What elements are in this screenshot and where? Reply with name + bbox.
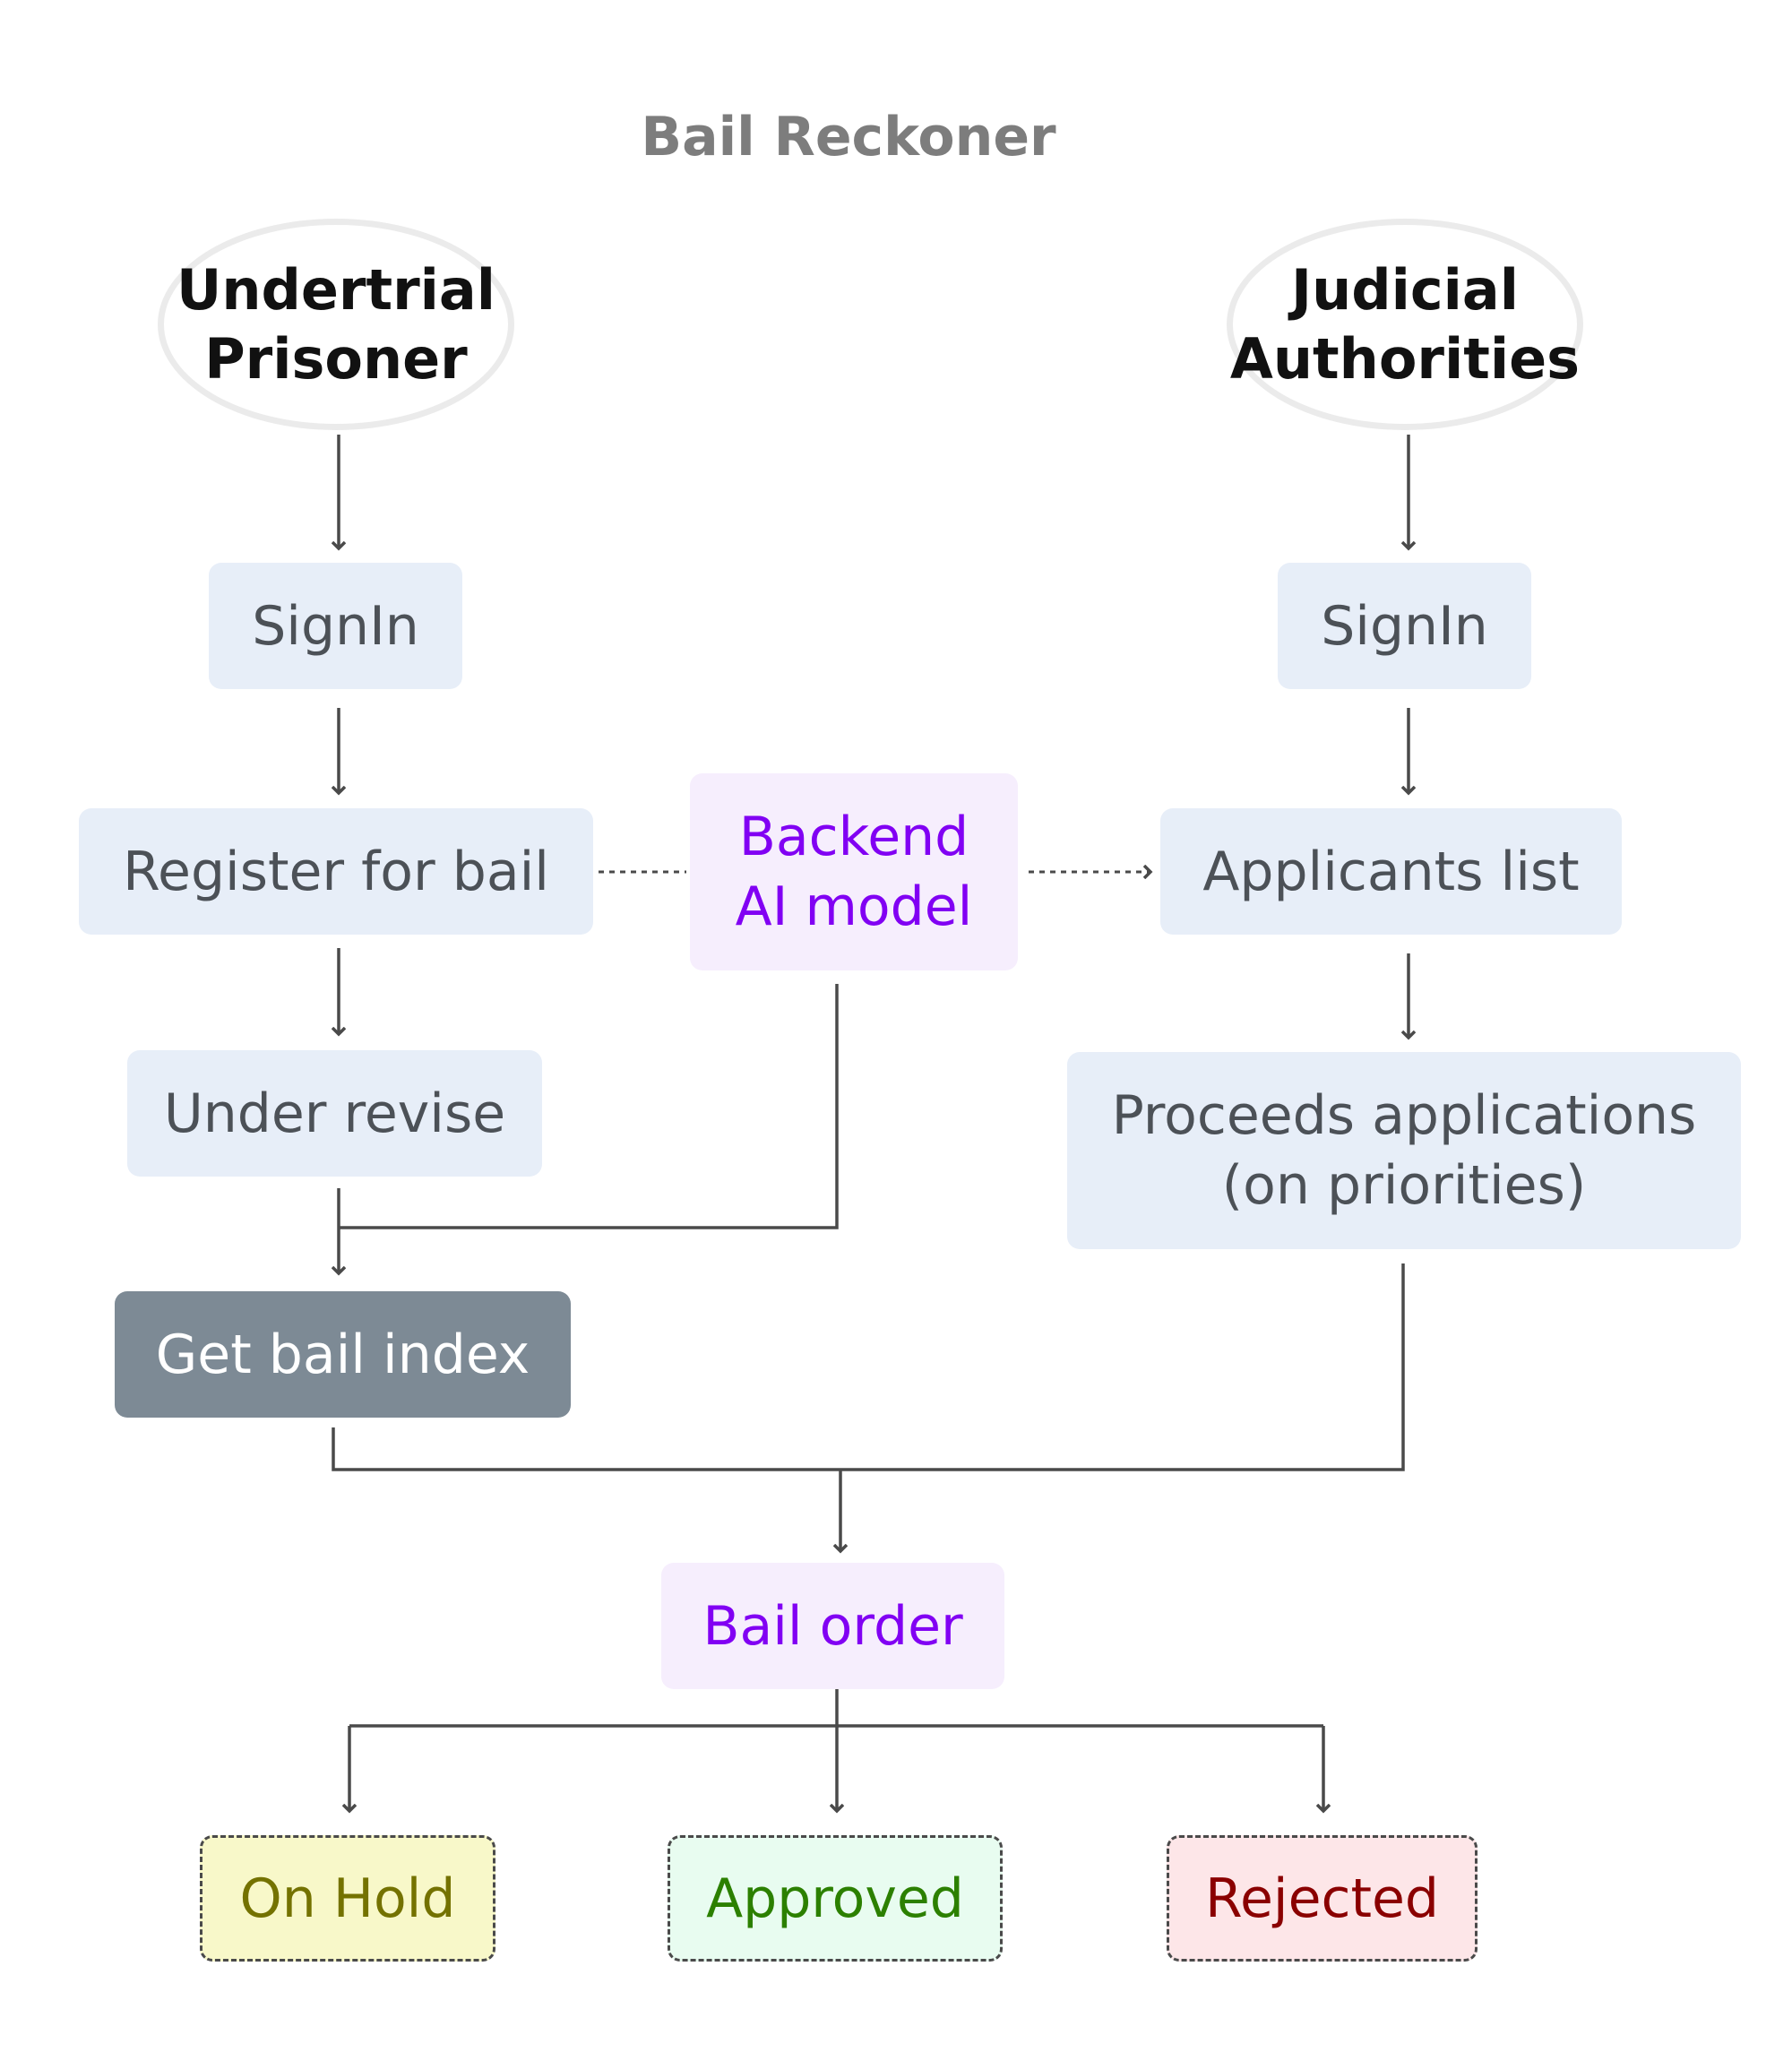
node-backend-ai-model-label: Backend AI model <box>735 806 973 938</box>
actor-judicial-authorities: Judicial Authorities <box>1227 219 1583 430</box>
line-proceeds-to-merge <box>840 1263 1405 1471</box>
node-under-revise-label: Under revise <box>163 1082 506 1145</box>
line-bail-order-branch <box>349 1686 1323 1728</box>
node-proceeds-applications: Proceeds applications (on priorities) <box>1067 1052 1741 1249</box>
node-proceeds-applications-label: Proceeds applications (on priorities) <box>1111 1084 1697 1217</box>
outcome-on-hold-label: On Hold <box>239 1867 456 1930</box>
node-under-revise: Under revise <box>127 1050 542 1177</box>
node-judicial-signin-label: SignIn <box>1321 594 1488 658</box>
node-get-bail-index-label: Get bail index <box>155 1323 530 1386</box>
outcome-rejected-label: Rejected <box>1204 1867 1439 1930</box>
node-bail-order: Bail order <box>661 1563 1004 1689</box>
node-get-bail-index: Get bail index <box>115 1291 571 1418</box>
node-prisoner-signin-label: SignIn <box>252 594 419 658</box>
node-register-for-bail-label: Register for bail <box>123 840 549 903</box>
actor-undertrial-prisoner: Undertrial Prisoner <box>158 219 514 430</box>
line-index-to-merge <box>332 1427 840 1471</box>
node-register-for-bail: Register for bail <box>79 808 593 935</box>
node-bail-order-label: Bail order <box>702 1594 963 1658</box>
actor-undertrial-prisoner-label: Undertrial Prisoner <box>176 256 496 392</box>
outcome-on-hold: On Hold <box>200 1835 495 1962</box>
node-applicants-list: Applicants list <box>1160 808 1622 935</box>
actor-judicial-authorities-label: Judicial Authorities <box>1229 256 1581 392</box>
node-applicants-list-label: Applicants list <box>1202 840 1580 903</box>
outcome-approved: Approved <box>668 1835 1003 1962</box>
node-backend-ai-model: Backend AI model <box>690 773 1018 970</box>
outcome-rejected: Rejected <box>1167 1835 1478 1962</box>
diagram-title: Bail Reckoner <box>641 106 1056 168</box>
line-backend-to-index <box>339 984 839 1229</box>
outcome-approved-label: Approved <box>706 1867 964 1930</box>
node-prisoner-signin: SignIn <box>209 563 462 689</box>
node-judicial-signin: SignIn <box>1278 563 1531 689</box>
